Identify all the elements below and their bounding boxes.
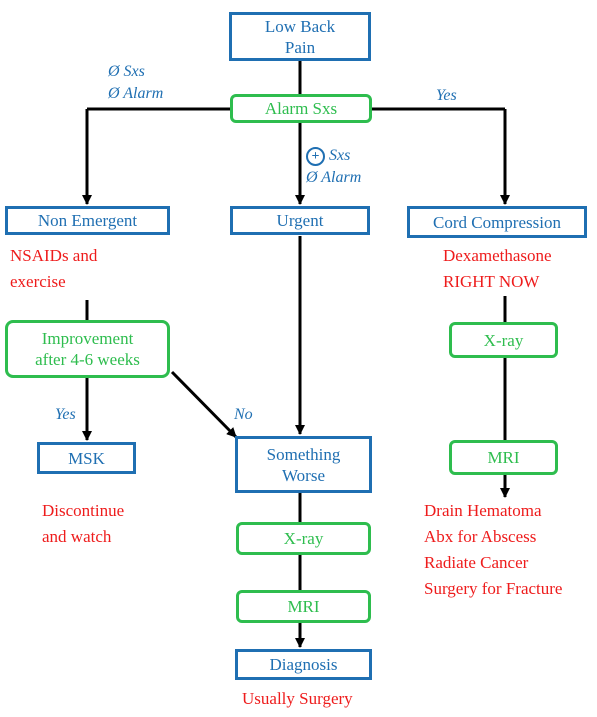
mri-center-box: MRI [236,590,371,623]
xray-center-box: X-ray [236,522,371,555]
arrow-no-to-something-worse [170,370,238,439]
cord-compression-box: Cord Compression [407,206,587,238]
discontinue-note: Discontinue and watch [42,501,125,546]
dexamethasone-note: Dexamethasone RIGHT NOW [443,246,552,291]
symptoms-no-alarm-label: +Sxs Ø Alarm [306,146,362,186]
mri-right-box: MRI [449,440,558,475]
diagnosis-box: Diagnosis [235,649,372,680]
no-label: No [234,406,253,423]
msk-box: MSK [37,442,136,474]
no-symptoms-no-alarm-label: Ø Sxs Ø Alarm [108,63,164,102]
yes-top-label: Yes [436,87,457,104]
treatments-note: Drain Hematoma Abx for Abscess Radiate C… [424,501,563,598]
usually-surgery-note: Usually Surgery [242,689,353,708]
alarm-sxs-box: Alarm Sxs [230,94,372,123]
yes-left-label: Yes [55,406,76,423]
urgent-box: Urgent [230,206,370,235]
non-emergent-box: Non Emergent [5,206,170,235]
xray-right-box: X-ray [449,322,558,358]
plus-circle-icon: + [306,146,325,166]
nsaids-note: NSAIDs and exercise [10,246,98,291]
